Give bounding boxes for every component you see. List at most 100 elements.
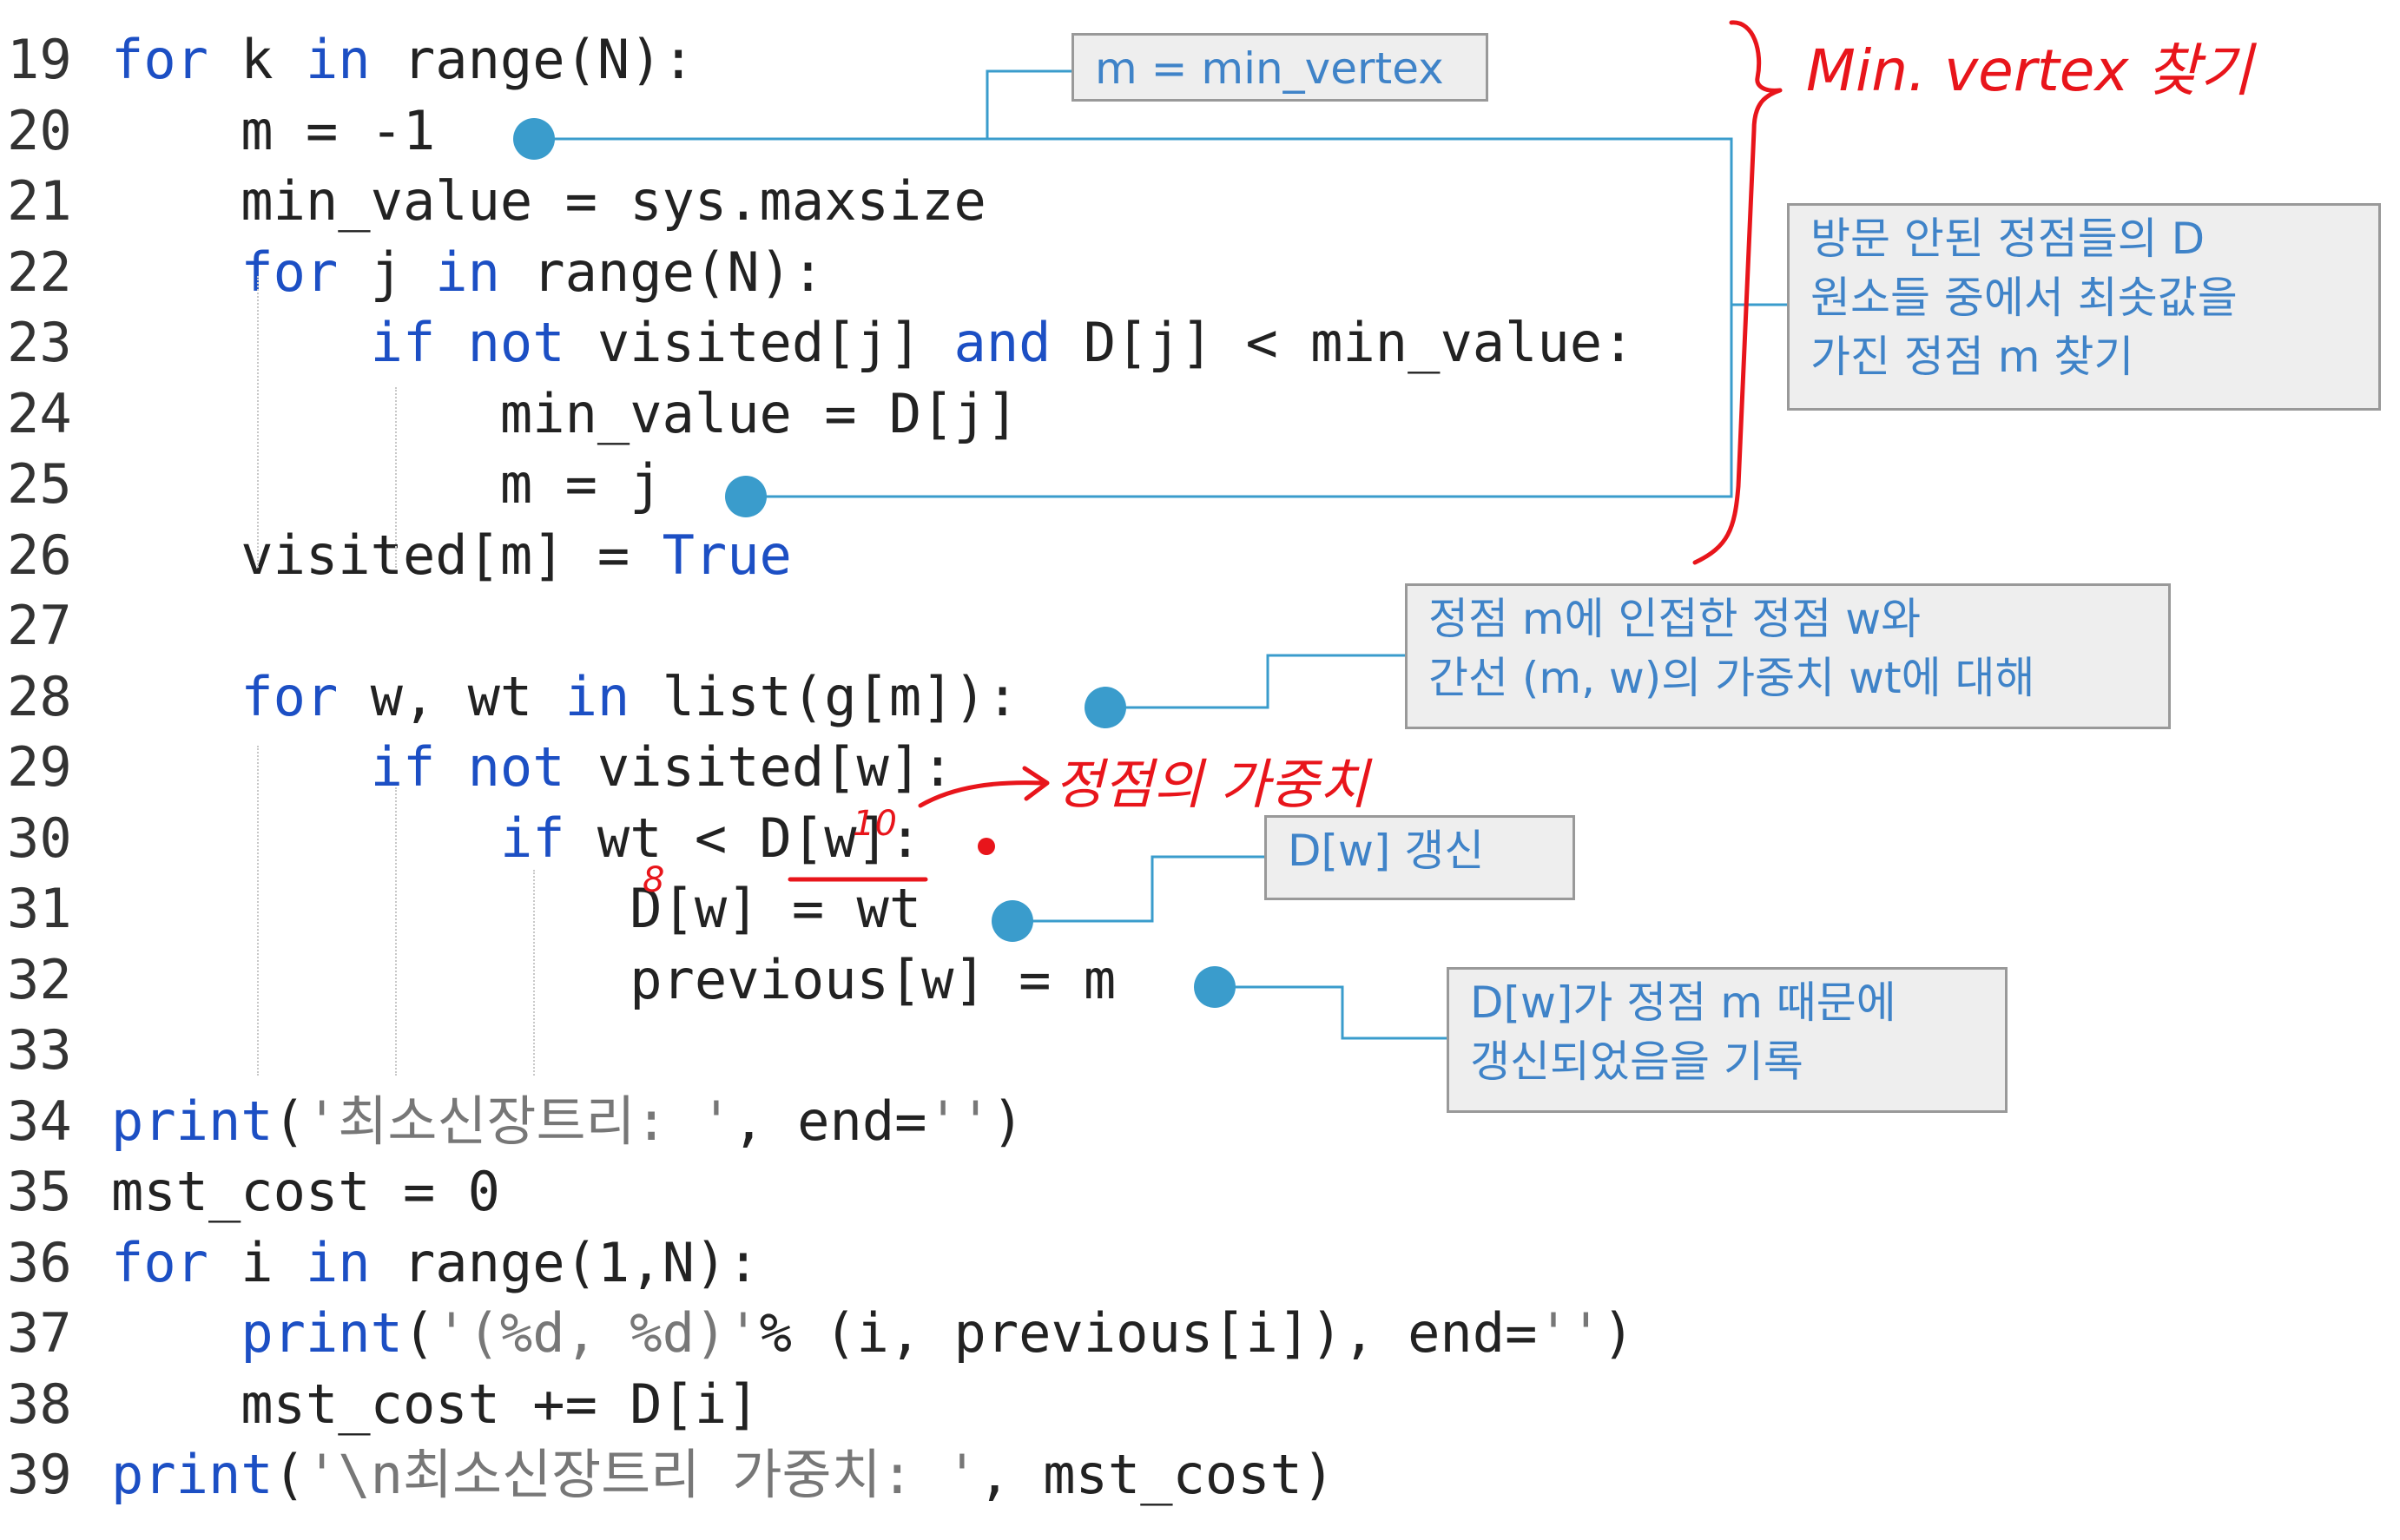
line-number: 29 xyxy=(7,735,72,799)
code-text: for i in range(1,N): xyxy=(111,1227,760,1298)
code-text: for j in range(N): xyxy=(111,237,824,307)
code-keyword: True xyxy=(662,523,792,587)
code-token: m = -1 xyxy=(111,99,436,162)
code-keyword: in xyxy=(435,240,500,304)
code-string: '최소신장트리: ' xyxy=(305,1089,733,1153)
code-text: m = -1 xyxy=(111,95,435,166)
code-token xyxy=(111,1301,241,1365)
code-text: min_value = D[j] xyxy=(111,378,1019,449)
indent-guide xyxy=(395,387,397,568)
code-text: visited[m] = True xyxy=(111,520,792,590)
code-token: , end= xyxy=(732,1089,927,1153)
line-number: 32 xyxy=(7,948,72,1011)
line-number: 24 xyxy=(7,382,72,445)
code-text: for w, wt in list(g[m]): xyxy=(111,661,1019,732)
line-number: 28 xyxy=(7,665,72,728)
code-token xyxy=(111,806,500,870)
callout-find-min: 방문 안된 정점들의 D 원소들 중에서 최솟값을 가진 정점 m 찾기 xyxy=(1787,203,2381,411)
callout-update-d: D[w] 갱신 xyxy=(1264,815,1575,900)
callout-min-vertex: m = min_vertex xyxy=(1071,33,1488,102)
code-keyword: if not xyxy=(370,311,565,374)
line-number: 30 xyxy=(7,806,72,870)
code-token: mst_cost = 0 xyxy=(111,1160,500,1223)
code-token: % (i, previous[i]), end= xyxy=(759,1301,1538,1365)
code-keyword: and xyxy=(953,311,1052,374)
code-keyword: in xyxy=(305,1231,371,1294)
code-text: D[w] = wt xyxy=(111,873,921,944)
line-number: 38 xyxy=(7,1372,72,1436)
code-token: i xyxy=(208,1231,306,1294)
callout-record-previous: D[w]가 정점 m 때문에 갱신되었음을 기록 xyxy=(1447,967,2008,1113)
code-text: if wt < D[w]: xyxy=(111,803,921,873)
code-token: previous[w] = m xyxy=(111,948,1117,1011)
annotation-dot xyxy=(513,118,555,160)
code-text: for k in range(N): xyxy=(111,24,695,95)
code-token xyxy=(111,665,241,728)
code-token: list(g[m]): xyxy=(630,665,1019,728)
code-token: range(N): xyxy=(370,28,695,91)
line-number: 34 xyxy=(7,1089,72,1153)
code-text: mst_cost += D[i] xyxy=(111,1369,760,1439)
code-keyword: for xyxy=(241,665,339,728)
connector-line xyxy=(1215,985,1447,1040)
code-token: ) xyxy=(992,1089,1025,1153)
line-number: 31 xyxy=(7,877,72,940)
line-number: 37 xyxy=(7,1301,72,1365)
code-text: if not visited[j] and D[j] < min_value: xyxy=(111,307,1635,378)
code-text: print('최소신장트리: ', end='') xyxy=(111,1086,1024,1156)
line-number: 25 xyxy=(7,452,72,516)
line-number: 21 xyxy=(7,169,72,233)
code-token: k xyxy=(208,28,306,91)
connector-line xyxy=(1105,654,1405,709)
code-token: ( xyxy=(273,1443,306,1506)
handwritten-arrow xyxy=(1022,766,1050,801)
code-token: mst_cost += D[i] xyxy=(111,1372,760,1436)
callout-adjacent-vertex: 정점 m에 인접한 정점 w와 간선 (m, w)의 가중치 wt에 대해 xyxy=(1405,583,2171,729)
code-keyword: for xyxy=(111,1231,208,1294)
code-keyword: for xyxy=(111,28,208,91)
indent-guide xyxy=(395,787,397,1076)
annotation-dot xyxy=(1194,966,1236,1008)
indent-guide xyxy=(533,870,535,1076)
code-keyword: if xyxy=(499,806,565,870)
code-token: D[j] < min_value: xyxy=(1051,311,1635,374)
code-text: mst_cost = 0 xyxy=(111,1156,500,1227)
code-token xyxy=(111,735,371,799)
code-token: wt < D[w]: xyxy=(564,806,922,870)
code-token: m = j xyxy=(111,452,663,516)
line-number: 23 xyxy=(7,311,72,374)
code-text: previous[w] = m xyxy=(111,944,1116,1015)
handwritten-mark xyxy=(978,838,995,855)
annotation-dot xyxy=(1085,687,1126,728)
code-token: visited[j] xyxy=(564,311,954,374)
code-token: min_value = D[j] xyxy=(111,382,1019,445)
connector-line xyxy=(1012,855,1264,923)
code-text: m = j xyxy=(111,449,663,519)
code-token: min_value = sys.maxsize xyxy=(111,169,986,233)
code-token: ( xyxy=(273,1089,306,1153)
line-number: 26 xyxy=(7,523,72,587)
code-text: print('(%d, %d)'% (i, previous[i]), end=… xyxy=(111,1298,1634,1368)
connector-line xyxy=(986,69,1071,139)
indent-guide xyxy=(257,746,259,1076)
code-token xyxy=(111,311,371,374)
line-number: 19 xyxy=(7,28,72,91)
code-token: visited[w]: xyxy=(564,735,954,799)
annotation-dot xyxy=(725,476,767,517)
code-string: '\n최소신장트리 가중치: ' xyxy=(305,1443,979,1506)
handwritten-brace xyxy=(1692,20,1783,565)
code-token: ( xyxy=(402,1301,436,1365)
code-keyword: print xyxy=(241,1301,403,1365)
code-token: w, wt xyxy=(338,665,565,728)
code-token: ) xyxy=(1602,1301,1635,1365)
handwritten-note-min-vertex: Min. vertex 찾기 xyxy=(1806,37,2257,104)
code-token: D[w] = wt xyxy=(111,877,922,940)
code-token xyxy=(111,240,241,304)
line-number: 36 xyxy=(7,1231,72,1294)
code-string: '' xyxy=(926,1089,992,1153)
indent-guide xyxy=(257,276,259,568)
handwritten-note-weight: 정점의 가중치 xyxy=(1054,753,1373,816)
code-token: j xyxy=(338,240,436,304)
annotation-dot xyxy=(992,900,1033,942)
